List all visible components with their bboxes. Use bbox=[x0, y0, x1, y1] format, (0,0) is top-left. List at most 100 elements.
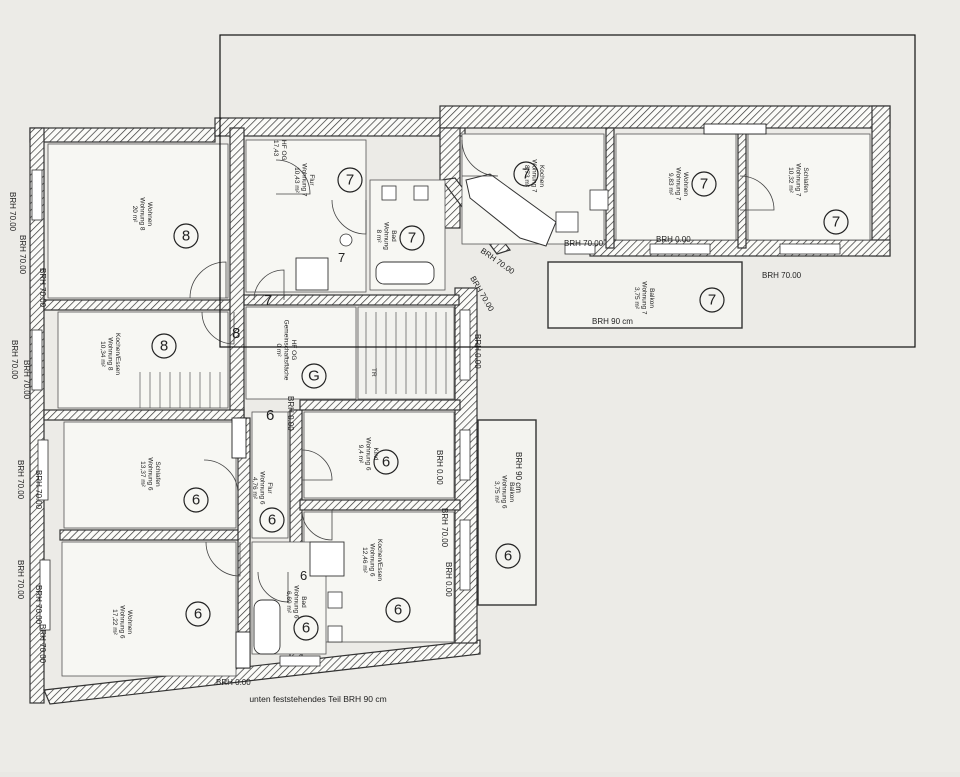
brh-label: BRH 70.00 bbox=[34, 470, 43, 510]
misc-labels: HF OG 17,43 7 6 7 6 8 bbox=[232, 140, 345, 583]
unit-circle bbox=[513, 161, 539, 187]
boundary-mark-8: 8 bbox=[232, 325, 240, 342]
room-line: Kochen/Essen bbox=[114, 333, 121, 375]
unit-number: G bbox=[308, 368, 320, 385]
unit-number: 6 bbox=[192, 492, 200, 509]
room-line: Wohnung 7 bbox=[301, 163, 308, 197]
room-line: 3,75 m² bbox=[493, 481, 500, 504]
room-label-hf: HF OGGemeinschaftsfläche0 m² G bbox=[275, 320, 327, 389]
unit-circle bbox=[173, 223, 199, 249]
room-line: 6,69 m² bbox=[285, 591, 292, 614]
unit-circle bbox=[823, 209, 849, 235]
room-name-text: WohnenWohnung 79,83 m² bbox=[667, 167, 689, 201]
brh-label: BRH 0.00 bbox=[473, 334, 482, 369]
stairwell: TR bbox=[357, 306, 455, 400]
brh-label: BRH 70.00 bbox=[38, 624, 47, 664]
room-line: 13,37 m² bbox=[139, 461, 146, 487]
unit-circle bbox=[183, 487, 209, 513]
room-name-text: SchlafenWohnung 710,32 m² bbox=[787, 163, 809, 197]
brh-label: BRH 70.00 bbox=[38, 268, 47, 308]
unit-number: 6 bbox=[268, 512, 276, 529]
room-line: HF OG bbox=[290, 340, 297, 361]
room-line: 8,73 m² bbox=[523, 165, 530, 188]
brh-label: BRH 70.00 bbox=[34, 585, 43, 625]
unit-number: 6 bbox=[394, 602, 402, 619]
brh-label: BRH 70.00 bbox=[8, 192, 17, 232]
unit-circle bbox=[373, 449, 399, 475]
room-line: Wohnung 7 bbox=[795, 163, 802, 197]
room-line: Wohnung 6 bbox=[365, 437, 372, 471]
unit-number: 7 bbox=[346, 172, 354, 189]
unit-number: 6 bbox=[302, 620, 310, 637]
room-line: Balkon bbox=[648, 288, 655, 308]
room-line: Bad bbox=[390, 230, 397, 242]
room-label-kochen7: KochenWohnung 78,73 m²7 bbox=[513, 159, 545, 193]
balcony-6 bbox=[477, 419, 537, 606]
unit-circle bbox=[337, 167, 363, 193]
room-line: Wohnung 6 bbox=[369, 543, 376, 577]
room-label-flur6: FlurWohnung 64,76 m² 6 bbox=[251, 471, 285, 533]
room-name-text: BadWohnung8 m² bbox=[375, 222, 397, 250]
room-line: Wohnung 7 bbox=[675, 167, 682, 201]
unit-number: 6 bbox=[504, 548, 512, 565]
room-name-text: BalkonWohnung 63,75 m² bbox=[493, 475, 515, 509]
unit-circle bbox=[691, 171, 717, 197]
room-line: Wohnung 6 bbox=[293, 585, 300, 619]
room-line: Kochen/Essen bbox=[376, 539, 383, 581]
room-line: Wohnung bbox=[383, 222, 390, 250]
room-name-text: FlurWohnung 710,43 m² bbox=[293, 163, 315, 197]
stair-label: TR bbox=[370, 368, 377, 377]
unit-number: 7 bbox=[832, 214, 840, 231]
unit-circle bbox=[399, 225, 425, 251]
room-name-text: KindWohnung 69,4 m² bbox=[357, 437, 379, 471]
room-label-kochen6: Kochen/EssenWohnung 612,46 m² 6 bbox=[361, 539, 411, 623]
room-name-text: BalkonWohnung 73,75 m² bbox=[633, 281, 655, 315]
room-line: 20 m² bbox=[131, 206, 138, 223]
room-line: Wohnung 6 bbox=[501, 475, 508, 509]
room-line: Wohnung 6 bbox=[259, 471, 266, 505]
brh-label: BRH 70.00 bbox=[18, 235, 27, 275]
room-labels: WohnenWohnung 820 m²8Kochen/EssenWohnung… bbox=[99, 159, 849, 641]
room-line: 0 m² bbox=[275, 344, 282, 358]
room-name-text: KochenWohnung 78,73 m² bbox=[523, 159, 545, 193]
room-line: 10,43 m² bbox=[293, 167, 300, 193]
room-line: Wohnen bbox=[146, 202, 153, 226]
brh-label: BRH 70.00 bbox=[16, 460, 25, 500]
room-name-text: Kochen/EssenWohnung 612,46 m² bbox=[361, 539, 383, 581]
room-line: 9,4 m² bbox=[357, 445, 364, 464]
room-line: 8 m² bbox=[375, 230, 382, 244]
boundary-mark-6b: 6 bbox=[300, 568, 307, 583]
windows bbox=[31, 169, 841, 667]
room-label-balkon7: BalkonWohnung 73,75 m² 7 bbox=[633, 281, 725, 315]
kitchen-counter-7 bbox=[465, 173, 609, 247]
hf-code-label: HF OG bbox=[280, 140, 287, 161]
boundary-mark-7: 7 bbox=[264, 292, 272, 309]
room-line: Bad bbox=[300, 596, 307, 608]
room-wohnen-8 bbox=[47, 143, 229, 299]
unit-number: 6 bbox=[382, 454, 390, 471]
unit-number: 7 bbox=[708, 292, 716, 309]
hf-area-label: 17,43 bbox=[272, 140, 279, 157]
room-label-schlafen6: SchlafenWohnung 613,37 m²6 bbox=[139, 457, 209, 513]
room-label-flur7: FlurWohnung 710,43 m² 7 bbox=[293, 163, 363, 197]
unit-circle bbox=[259, 507, 285, 533]
brh-label: BRH 0.00 bbox=[656, 235, 691, 244]
room-line: Kochen bbox=[538, 165, 545, 187]
room-line: Gemeinschaftsfläche bbox=[283, 320, 290, 381]
room-line: Wohnen bbox=[126, 610, 133, 634]
room-line: Wohnung 7 bbox=[531, 159, 538, 193]
room-label-balkon6: BalkonWohnung 63,75 m² 6 bbox=[493, 475, 521, 569]
room-line: Wohnung 8 bbox=[139, 197, 146, 231]
room-line: Schlafen bbox=[802, 167, 809, 193]
room-label-schlafen7: SchlafenWohnung 710,32 m² 7 bbox=[787, 163, 849, 235]
room-kind-6 bbox=[303, 411, 455, 499]
room-schlafen-7 bbox=[747, 133, 871, 241]
room-kochen-6 bbox=[303, 511, 455, 643]
room-line: Wohnung 7 bbox=[641, 281, 648, 315]
room-name-text: FlurWohnung 64,76 m² bbox=[251, 471, 273, 505]
